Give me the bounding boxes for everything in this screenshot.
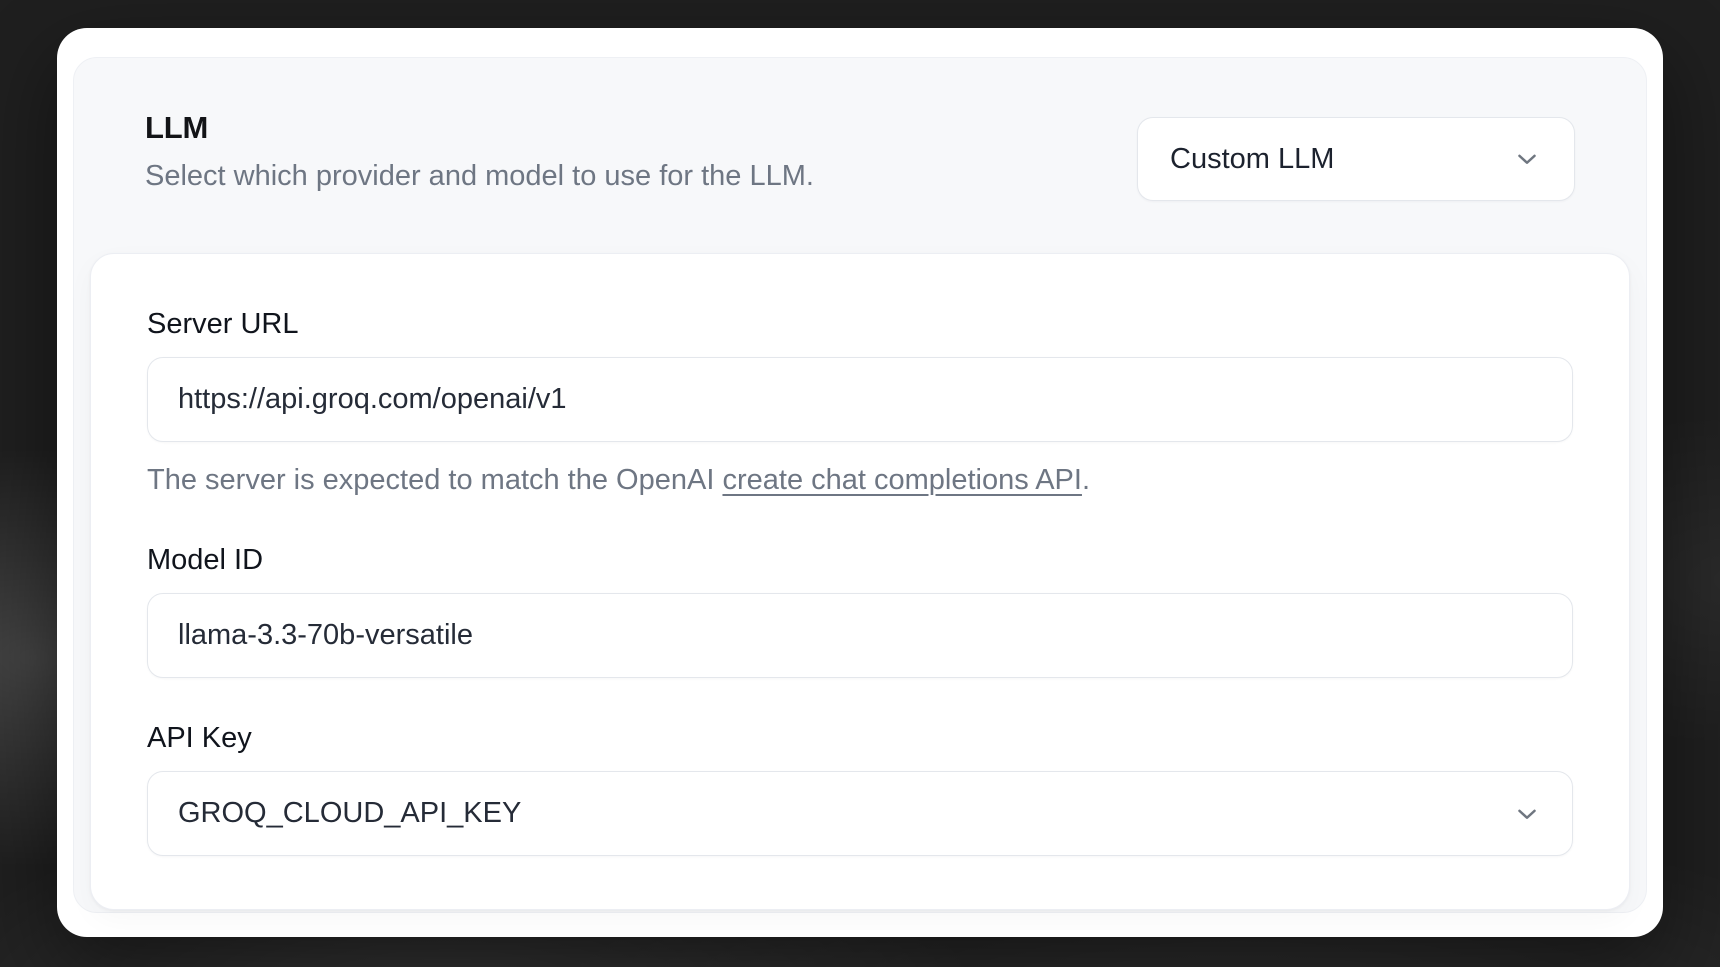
panel-header: LLM Select which provider and model to u… [74, 58, 1646, 201]
model-id-field-group: Model ID [147, 542, 1573, 678]
panel-title: LLM [145, 110, 209, 145]
api-key-select[interactable]: GROQ_CLOUD_API_KEY [147, 771, 1573, 856]
helper-prefix: The server is expected to match the Open… [147, 464, 723, 496]
server-url-input[interactable] [147, 357, 1573, 442]
panel-subtitle: Select which provider and model to use f… [145, 160, 814, 192]
api-key-label: API Key [147, 722, 252, 754]
llm-provider-select[interactable]: Custom LLM [1137, 117, 1575, 201]
model-id-input[interactable] [147, 593, 1573, 678]
create-chat-completions-api-link[interactable]: create chat completions API [722, 464, 1082, 496]
api-key-selected-value: GROQ_CLOUD_API_KEY [178, 797, 522, 829]
panel-heading: LLM Select which provider and model to u… [145, 106, 814, 196]
settings-window: LLM Select which provider and model to u… [57, 28, 1663, 937]
model-id-label: Model ID [147, 544, 264, 576]
helper-suffix: . [1081, 464, 1091, 496]
llm-settings-panel: LLM Select which provider and model to u… [73, 57, 1647, 913]
chevron-down-icon [1518, 809, 1536, 819]
custom-llm-card: Server URL The server is expected to mat… [90, 253, 1630, 910]
api-key-field-group: API Key GROQ_CLOUD_API_KEY [147, 720, 1573, 856]
llm-provider-selected-value: Custom LLM [1170, 142, 1335, 175]
chevron-down-icon [1518, 154, 1536, 164]
server-url-helper: The server is expected to match the Open… [147, 460, 1573, 500]
server-url-label: Server URL [147, 308, 299, 340]
server-url-field-group: Server URL The server is expected to mat… [147, 306, 1573, 500]
